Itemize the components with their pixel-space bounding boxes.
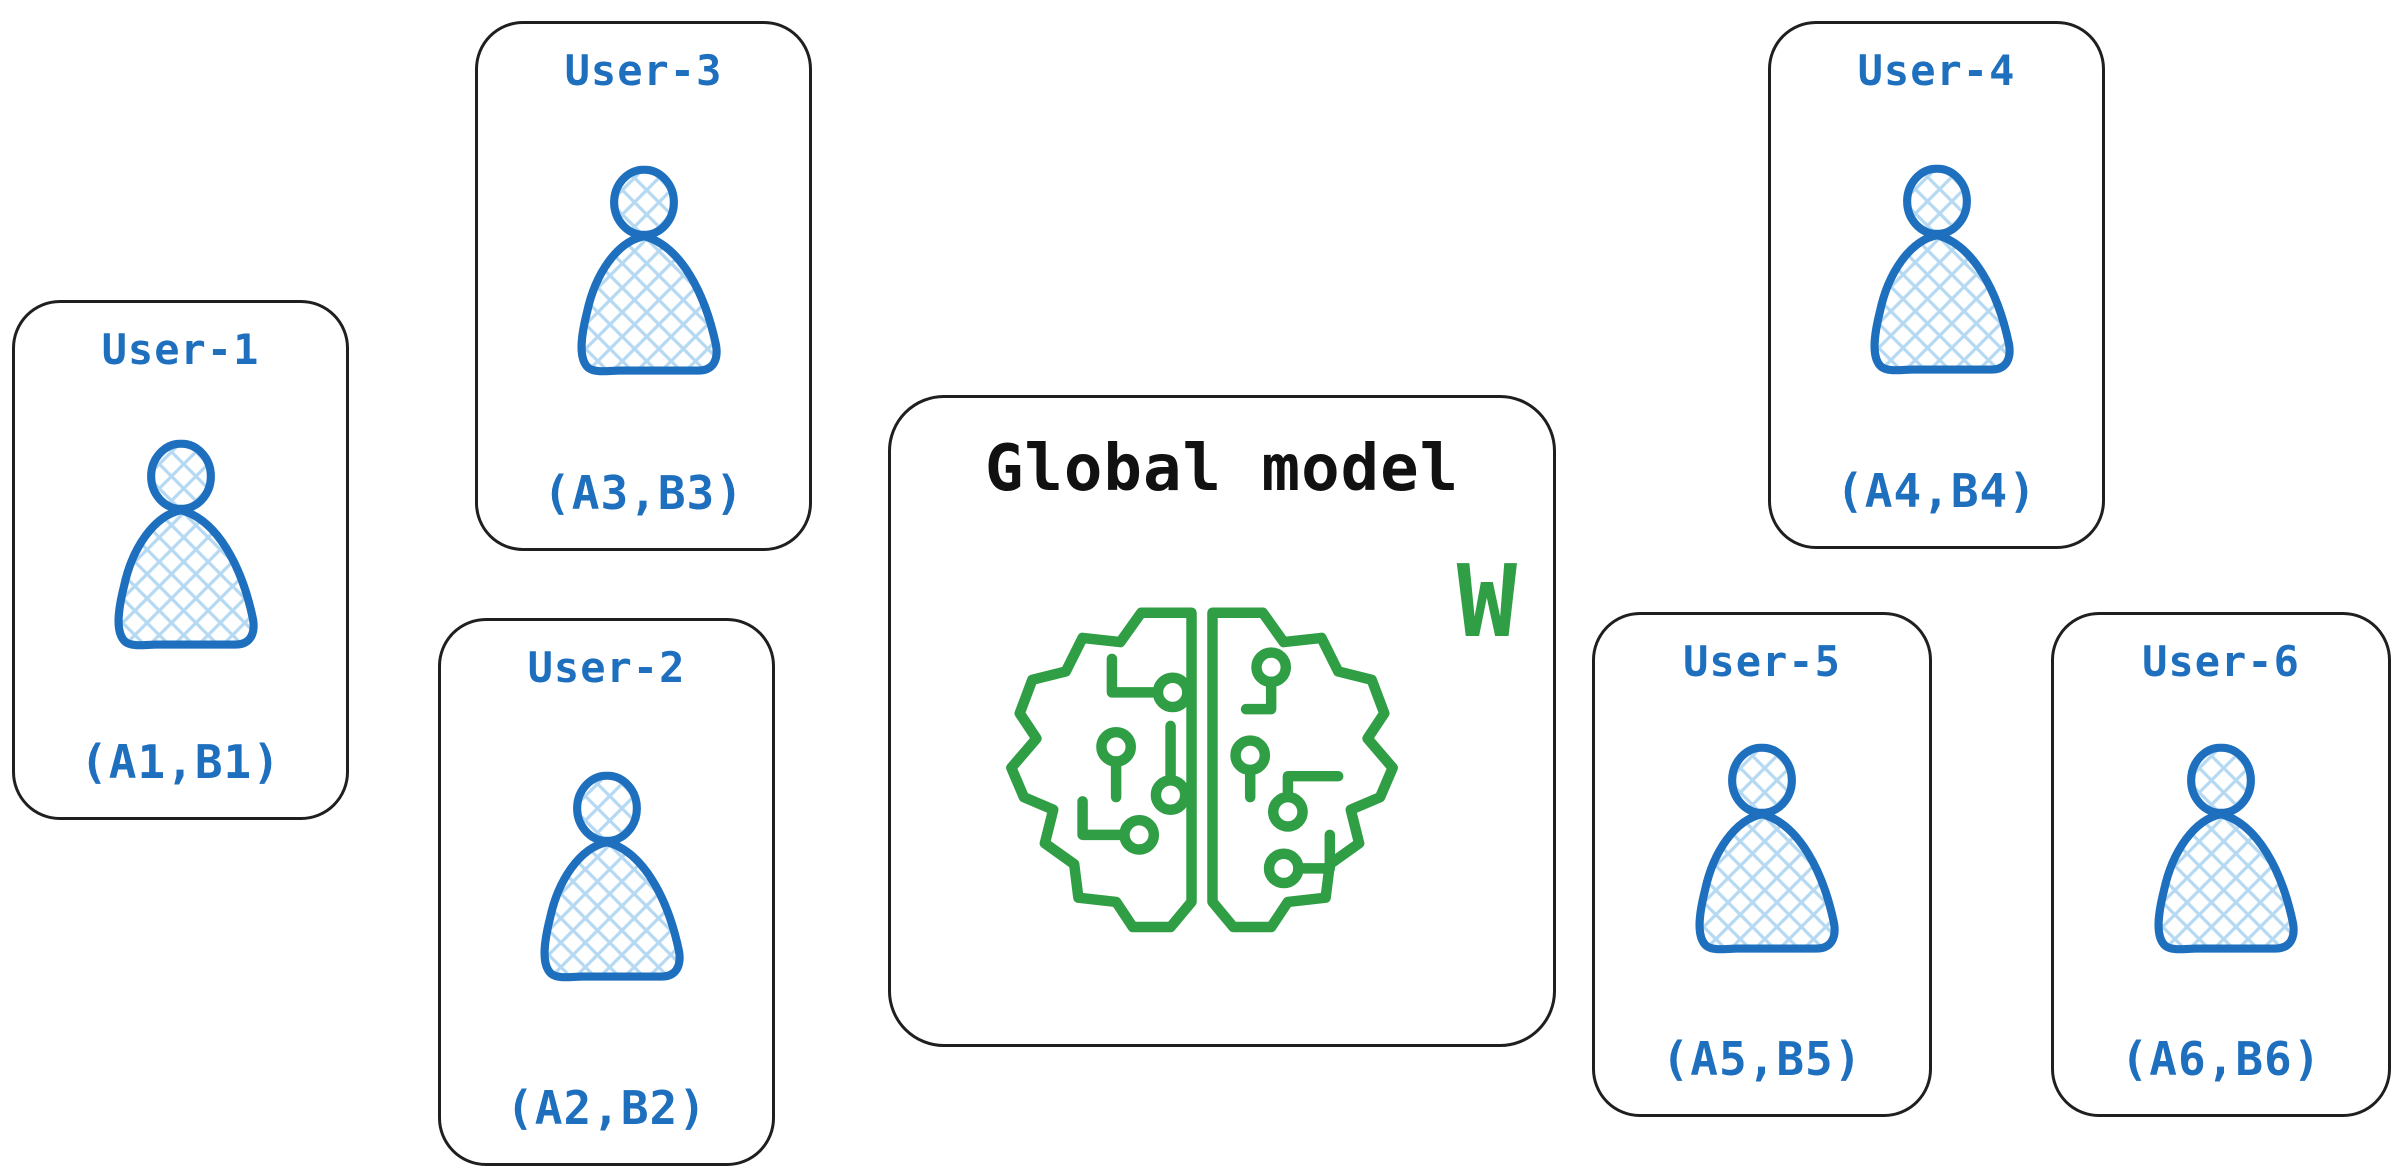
data-pair-label: (A5,B5): [1661, 1032, 1863, 1086]
person-icon: [1842, 164, 2032, 396]
user-name-label: User-1: [101, 325, 260, 374]
global-model-card: Global model: [888, 395, 1556, 1047]
data-pair-label: (A6,B6): [2120, 1032, 2322, 1086]
user-name-label: User-4: [1857, 46, 2016, 95]
user-card-1: User-1 (A1,B1): [12, 300, 349, 820]
user-card-3: User-3 (A3,B3): [475, 21, 812, 551]
user-card-2: User-2 (A2,B2): [438, 618, 775, 1166]
person-icon: [512, 771, 702, 1003]
brain-circuit-icon: [1006, 607, 1398, 933]
person-icon: [2126, 743, 2316, 975]
person-icon: [1667, 743, 1857, 975]
user-name-label: User-6: [2142, 637, 2300, 686]
user-name-label: User-3: [564, 46, 723, 95]
person-icon: [86, 439, 276, 671]
data-pair-label: (A3,B3): [543, 466, 744, 520]
user-card-5: User-5 (A5,B5): [1592, 612, 1932, 1117]
user-name-label: User-2: [527, 643, 686, 692]
global-model-title: Global model: [984, 432, 1460, 506]
user-card-4: User-4 (A4,B4): [1768, 21, 2105, 549]
weight-symbol: W: [1456, 543, 1517, 660]
person-icon: [549, 165, 739, 397]
global-model-body: W: [891, 506, 1553, 1044]
data-pair-label: (A4,B4): [1836, 464, 2037, 518]
user-card-6: User-6 (A6,B6): [2051, 612, 2391, 1117]
data-pair-label: (A1,B1): [80, 735, 281, 789]
user-name-label: User-5: [1683, 637, 1841, 686]
data-pair-label: (A2,B2): [506, 1081, 707, 1135]
